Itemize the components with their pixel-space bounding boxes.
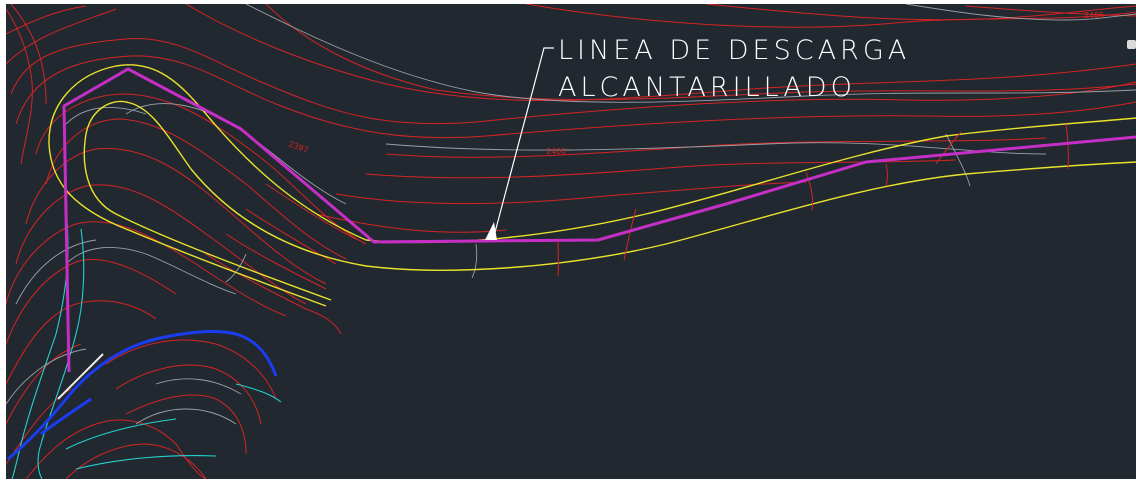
annotation-line-2: ALCANTARILLADO — [558, 72, 856, 103]
contour-lines-major — [6, 4, 1136, 479]
cross-section-ticks — [557, 123, 1069, 277]
annotation-leader — [485, 47, 554, 240]
section-line — [57, 353, 104, 400]
viewcube-icon[interactable] — [1127, 40, 1136, 49]
contour-lines-minor — [6, 4, 1136, 425]
elevation-label-top-right: 2405 — [1084, 11, 1104, 20]
discharge-line — [62, 67, 1136, 373]
stream-lines — [11, 213, 282, 479]
river — [7, 330, 278, 461]
cad-viewport[interactable]: LINEA DE DESCARGA ALCANTARILLADO 2405 24… — [6, 4, 1136, 479]
annotation-line-1: LINEA DE DESCARGA — [558, 35, 910, 66]
elevation-label-center: 2400 — [546, 147, 566, 156]
road-edges — [48, 64, 1136, 307]
elevation-label-left: 2397 — [287, 139, 309, 154]
topographic-plan-drawing: LINEA DE DESCARGA ALCANTARILLADO 2405 24… — [6, 4, 1136, 479]
